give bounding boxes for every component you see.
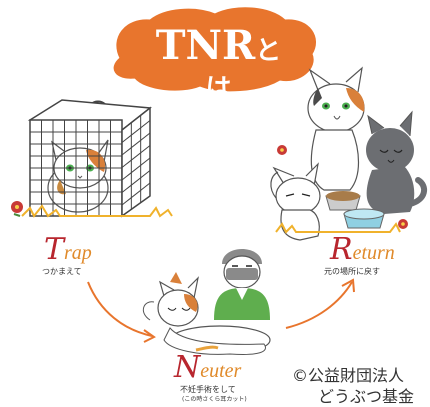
return-rest: eturn (352, 242, 395, 264)
arrow-neuter-to-return (285, 278, 355, 329)
neuter-rest: euter (200, 360, 242, 382)
sleeping-cat-icon (142, 272, 271, 355)
credit-line1: ©公益財団法人 (292, 366, 405, 385)
grass-right (275, 222, 401, 234)
vet-icon (214, 249, 270, 320)
trap-initial: T (44, 232, 65, 267)
cage-bar (121, 120, 151, 143)
arrow-trap-to-neuter (87, 281, 156, 343)
return-description: 元の場所に戻す (324, 267, 380, 276)
neuter-label: Neuter (174, 350, 241, 385)
cage-bars (30, 115, 151, 216)
grass-left (21, 204, 173, 218)
title-main: TNR (155, 22, 256, 69)
neuter-initial: N (174, 350, 201, 385)
trap-rest: rap (64, 242, 92, 264)
cage-bar (121, 170, 151, 193)
trap-label: Trap (44, 232, 92, 267)
cage-bar (121, 132, 151, 156)
food-bowl-icon (325, 191, 361, 211)
cage-bar (121, 145, 151, 168)
neuter-note: (この時さくら耳カット) (182, 396, 247, 403)
cage-bar (121, 157, 151, 181)
credit-line2: どうぶつ基金 (318, 387, 415, 406)
return-cats (270, 66, 428, 241)
water-bowl-icon (343, 208, 385, 229)
neuter-description: 不妊手術をして (180, 385, 236, 394)
return-label: Return (330, 232, 395, 267)
title-bubble (113, 7, 317, 92)
trapped-cat-icon (47, 139, 109, 213)
trap-description: つかまえて (42, 267, 82, 276)
flower-icon (11, 201, 23, 217)
flower-icon (277, 145, 408, 229)
title-suffix: とは (205, 36, 282, 104)
return-initial: R (330, 232, 353, 267)
cage-bar (121, 182, 151, 206)
